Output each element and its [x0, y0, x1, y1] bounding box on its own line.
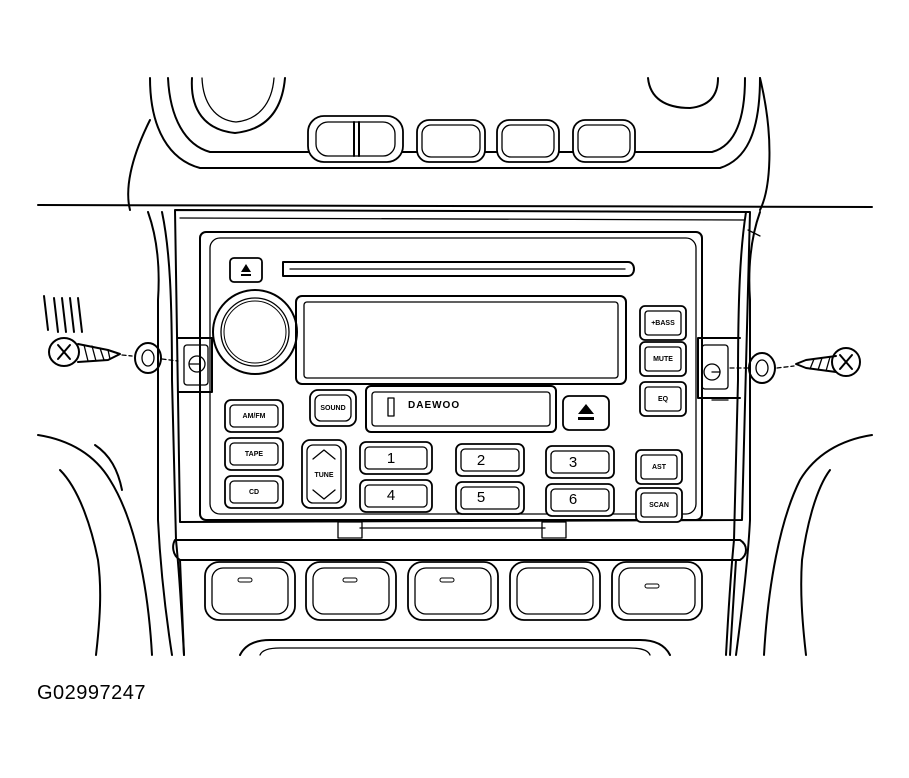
cassette-door: DAEWOO — [365, 385, 557, 433]
motion-lines — [43, 295, 83, 333]
climate-knob-icon — [190, 77, 286, 134]
display-screen — [295, 295, 627, 385]
console-left-side — [37, 211, 185, 656]
climate-switch — [305, 561, 397, 621]
sound-button[interactable]: SOUND — [309, 389, 357, 427]
tape-button[interactable]: TAPE — [224, 437, 284, 471]
preset-button-2[interactable]: 2 — [455, 443, 525, 477]
preset-button-5[interactable]: 5 — [455, 481, 525, 515]
dash-switch — [496, 119, 560, 163]
figure-id: G02997247 — [37, 682, 147, 704]
climate-switch — [204, 561, 296, 621]
right-mounting-bracket — [697, 337, 741, 401]
svg-text:1: 1 — [387, 450, 395, 467]
am-fm-button[interactable]: AM/FM — [224, 399, 284, 433]
washer-icon — [748, 352, 776, 384]
left-mounting-bracket — [177, 337, 213, 393]
left-screw-assembly — [43, 295, 179, 374]
radio-bezel — [174, 209, 761, 539]
chevron-down-icon — [312, 489, 336, 500]
svg-text:TAPE: TAPE — [245, 451, 263, 458]
dashboard-edge — [37, 204, 873, 208]
cd-slot — [282, 261, 635, 277]
preset-button-1[interactable]: 1 — [359, 441, 433, 475]
mute-button[interactable]: MUTE — [639, 341, 687, 377]
climate-switch — [407, 561, 499, 621]
eject-icon — [578, 404, 594, 414]
svg-text:EQ: EQ — [658, 396, 669, 403]
eq-button[interactable]: EQ — [639, 381, 687, 417]
svg-text:5: 5 — [477, 489, 485, 506]
svg-text:MUTE: MUTE — [653, 356, 673, 363]
preset-button-4[interactable]: 4 — [359, 479, 433, 513]
eject-icon — [241, 264, 251, 272]
dash-switch — [416, 119, 486, 163]
console-right-side — [725, 211, 873, 656]
climate-switch — [611, 561, 703, 621]
svg-text:6: 6 — [569, 491, 577, 508]
brand-logo: DAEWOO — [408, 400, 460, 411]
svg-text:+BASS: +BASS — [651, 320, 675, 327]
svg-text:AM/FM: AM/FM — [243, 413, 266, 420]
svg-text:SOUND: SOUND — [320, 405, 345, 412]
svg-text:2: 2 — [477, 452, 485, 469]
lower-control-panel — [172, 539, 747, 656]
cd-eject-button[interactable] — [229, 257, 263, 283]
volume-knob[interactable] — [212, 289, 298, 375]
tune-rocker[interactable]: TUNE — [301, 439, 347, 509]
cassette-eject-button[interactable] — [562, 395, 610, 431]
upper-dashboard — [127, 77, 771, 211]
dash-switch — [572, 119, 636, 163]
bass-button[interactable]: +BASS — [639, 305, 687, 341]
washer-icon — [134, 342, 162, 374]
scan-button[interactable]: SCAN — [635, 487, 683, 523]
hazard-switch — [307, 115, 404, 163]
screw-icon — [48, 337, 121, 367]
svg-text:3: 3 — [569, 454, 577, 471]
chevron-up-icon — [312, 449, 336, 460]
cd-button[interactable]: CD — [224, 475, 284, 509]
radio-faceplate: DAEWOO +BASS MUTE EQ SOUND — [212, 257, 687, 523]
climate-switch — [509, 561, 601, 621]
svg-text:TUNE: TUNE — [314, 472, 333, 479]
svg-text:CD: CD — [249, 489, 259, 496]
preset-button-6[interactable]: 6 — [545, 483, 615, 517]
preset-button-3[interactable]: 3 — [545, 445, 615, 479]
svg-text:SCAN: SCAN — [649, 502, 669, 509]
screw-icon — [795, 347, 861, 377]
ast-button[interactable]: AST — [635, 449, 683, 485]
svg-text:4: 4 — [387, 487, 395, 504]
right-screw-assembly — [729, 347, 861, 384]
svg-text:AST: AST — [652, 464, 667, 471]
